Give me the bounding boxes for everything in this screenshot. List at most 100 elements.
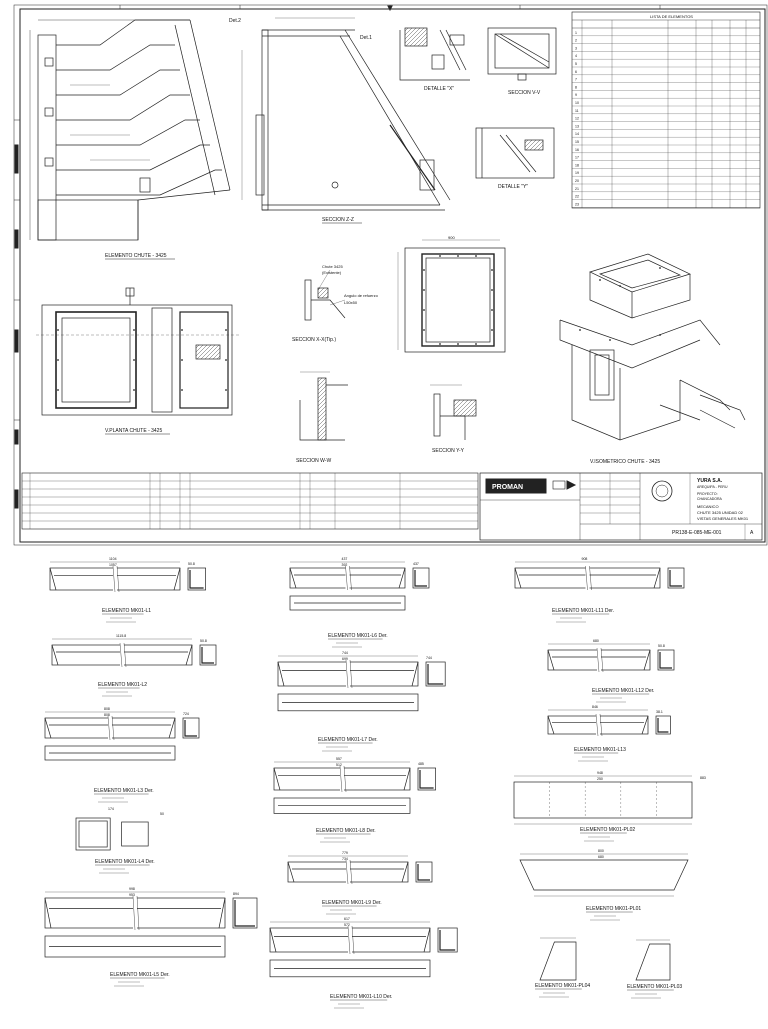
break-line <box>132 895 136 931</box>
break-mark <box>346 860 350 884</box>
dim-text: 894 <box>233 892 239 896</box>
chamfer-line <box>287 861 295 883</box>
break-line <box>123 642 127 668</box>
chamfer-line <box>185 644 193 666</box>
det1-label: Det.1 <box>360 35 372 41</box>
revision-table <box>21 472 479 530</box>
section-end-view <box>437 927 458 953</box>
section-end-view <box>187 567 206 591</box>
angle-section <box>234 900 255 927</box>
table-row-number: 20 <box>575 179 579 183</box>
angle-profile-2 <box>44 935 226 958</box>
box-profile <box>75 817 111 851</box>
angle-profile-2 <box>44 745 176 761</box>
seccion-yy-title: SECCION Y-Y <box>432 448 465 454</box>
detail-pl04: ELEMENTO MK01-PL04 <box>535 937 590 998</box>
angle-profile-2 <box>289 595 406 611</box>
chamfer-line <box>641 715 649 735</box>
break-line <box>339 765 343 793</box>
break-line <box>595 713 599 737</box>
chamfer-line <box>411 661 419 687</box>
dim-text: 1115.8 <box>116 634 126 638</box>
break-mark <box>596 714 600 736</box>
chamfer-line <box>269 927 277 953</box>
proyecto-value: CHANCADORA <box>697 497 723 501</box>
detail-title: ELEMENTO MK01-L2 <box>98 682 147 688</box>
section-end-view <box>199 644 217 666</box>
dim-text: 808 <box>104 713 110 717</box>
dim-text: 1057 <box>109 563 117 567</box>
table-row-number: 16 <box>575 148 579 152</box>
break-line <box>136 895 140 931</box>
break-line <box>107 715 111 741</box>
chamfer-line <box>514 567 522 589</box>
detail-title: ELEMENTO MK01-L10 Der. <box>330 994 392 1000</box>
section-end-view <box>182 717 200 739</box>
seccion-zz-view: Det.2 Det.1 <box>229 17 451 211</box>
chute-note-2: (Existente) <box>322 270 342 275</box>
lados-note: L50x50 <box>344 300 358 305</box>
break-line <box>589 565 592 591</box>
seccion-zz-title: SECCION Z-Z <box>322 217 354 223</box>
chamfer-line <box>277 661 285 687</box>
detail-title: ELEMENTO MK01-L8 Der. <box>316 828 376 834</box>
table-row-number: 2 <box>575 39 577 43</box>
plate-outline <box>635 943 671 981</box>
detail-title: ELEMENTO MK01-PL02 <box>580 827 635 833</box>
dim-text: 437 <box>342 557 348 561</box>
table-row-number: 1 <box>575 31 577 35</box>
break-line <box>599 713 603 737</box>
table-row-number: 13 <box>575 124 579 128</box>
elemento-chute-view <box>29 19 231 241</box>
dim-text: 744 <box>342 651 348 655</box>
angle-section <box>189 570 204 589</box>
dim-text: 846 <box>592 705 598 709</box>
break-mark <box>345 566 350 590</box>
chamfer-line <box>173 567 181 591</box>
detail-title: ELEMENTO MK01-L7 Der. <box>318 737 378 743</box>
break-line <box>351 925 355 955</box>
chamfer-line <box>653 567 661 589</box>
break-line <box>349 565 352 591</box>
proyecto-label: PROYECTO: <box>697 492 718 496</box>
break-line <box>596 647 600 673</box>
dim-text: 50.8 <box>188 562 195 566</box>
section-end-view <box>657 649 675 671</box>
table-row-number: 21 <box>575 187 579 191</box>
drawing-number: PR138-E-085-ME-001 <box>672 530 722 536</box>
chamfer-line <box>44 717 52 739</box>
dim-text: 50 <box>160 812 164 816</box>
detail-title: ELEMENTO MK01-L5 Der. <box>110 972 170 978</box>
table-row-number: 18 <box>575 163 579 167</box>
section-end-view <box>425 661 446 687</box>
angle-section <box>419 770 434 789</box>
break-line <box>345 659 349 689</box>
detalle-y-view <box>475 127 555 179</box>
detail-title: ELEMENTO MK01-L13 <box>574 747 626 753</box>
area-label: MECANICO <box>697 504 719 509</box>
chamfer-line <box>423 927 431 953</box>
plate-outline <box>539 941 577 981</box>
table-row-number: 14 <box>575 132 579 136</box>
break-mark <box>597 648 601 672</box>
company-location: AREQUIPA - PERU <box>697 485 728 489</box>
break-line <box>111 715 115 741</box>
seccion-yy-view <box>430 384 477 440</box>
dim-text: 557 <box>336 757 342 761</box>
seccion-xx-view <box>304 269 346 321</box>
revision-letter: A <box>750 530 754 536</box>
dim-text: 699 <box>342 657 348 661</box>
break-line <box>116 565 120 593</box>
break-mark <box>348 926 352 954</box>
dim-text: 392 <box>342 563 348 567</box>
dim-text: 174 <box>108 807 114 811</box>
dim-text: 680 <box>593 639 599 643</box>
break-line <box>585 565 588 591</box>
